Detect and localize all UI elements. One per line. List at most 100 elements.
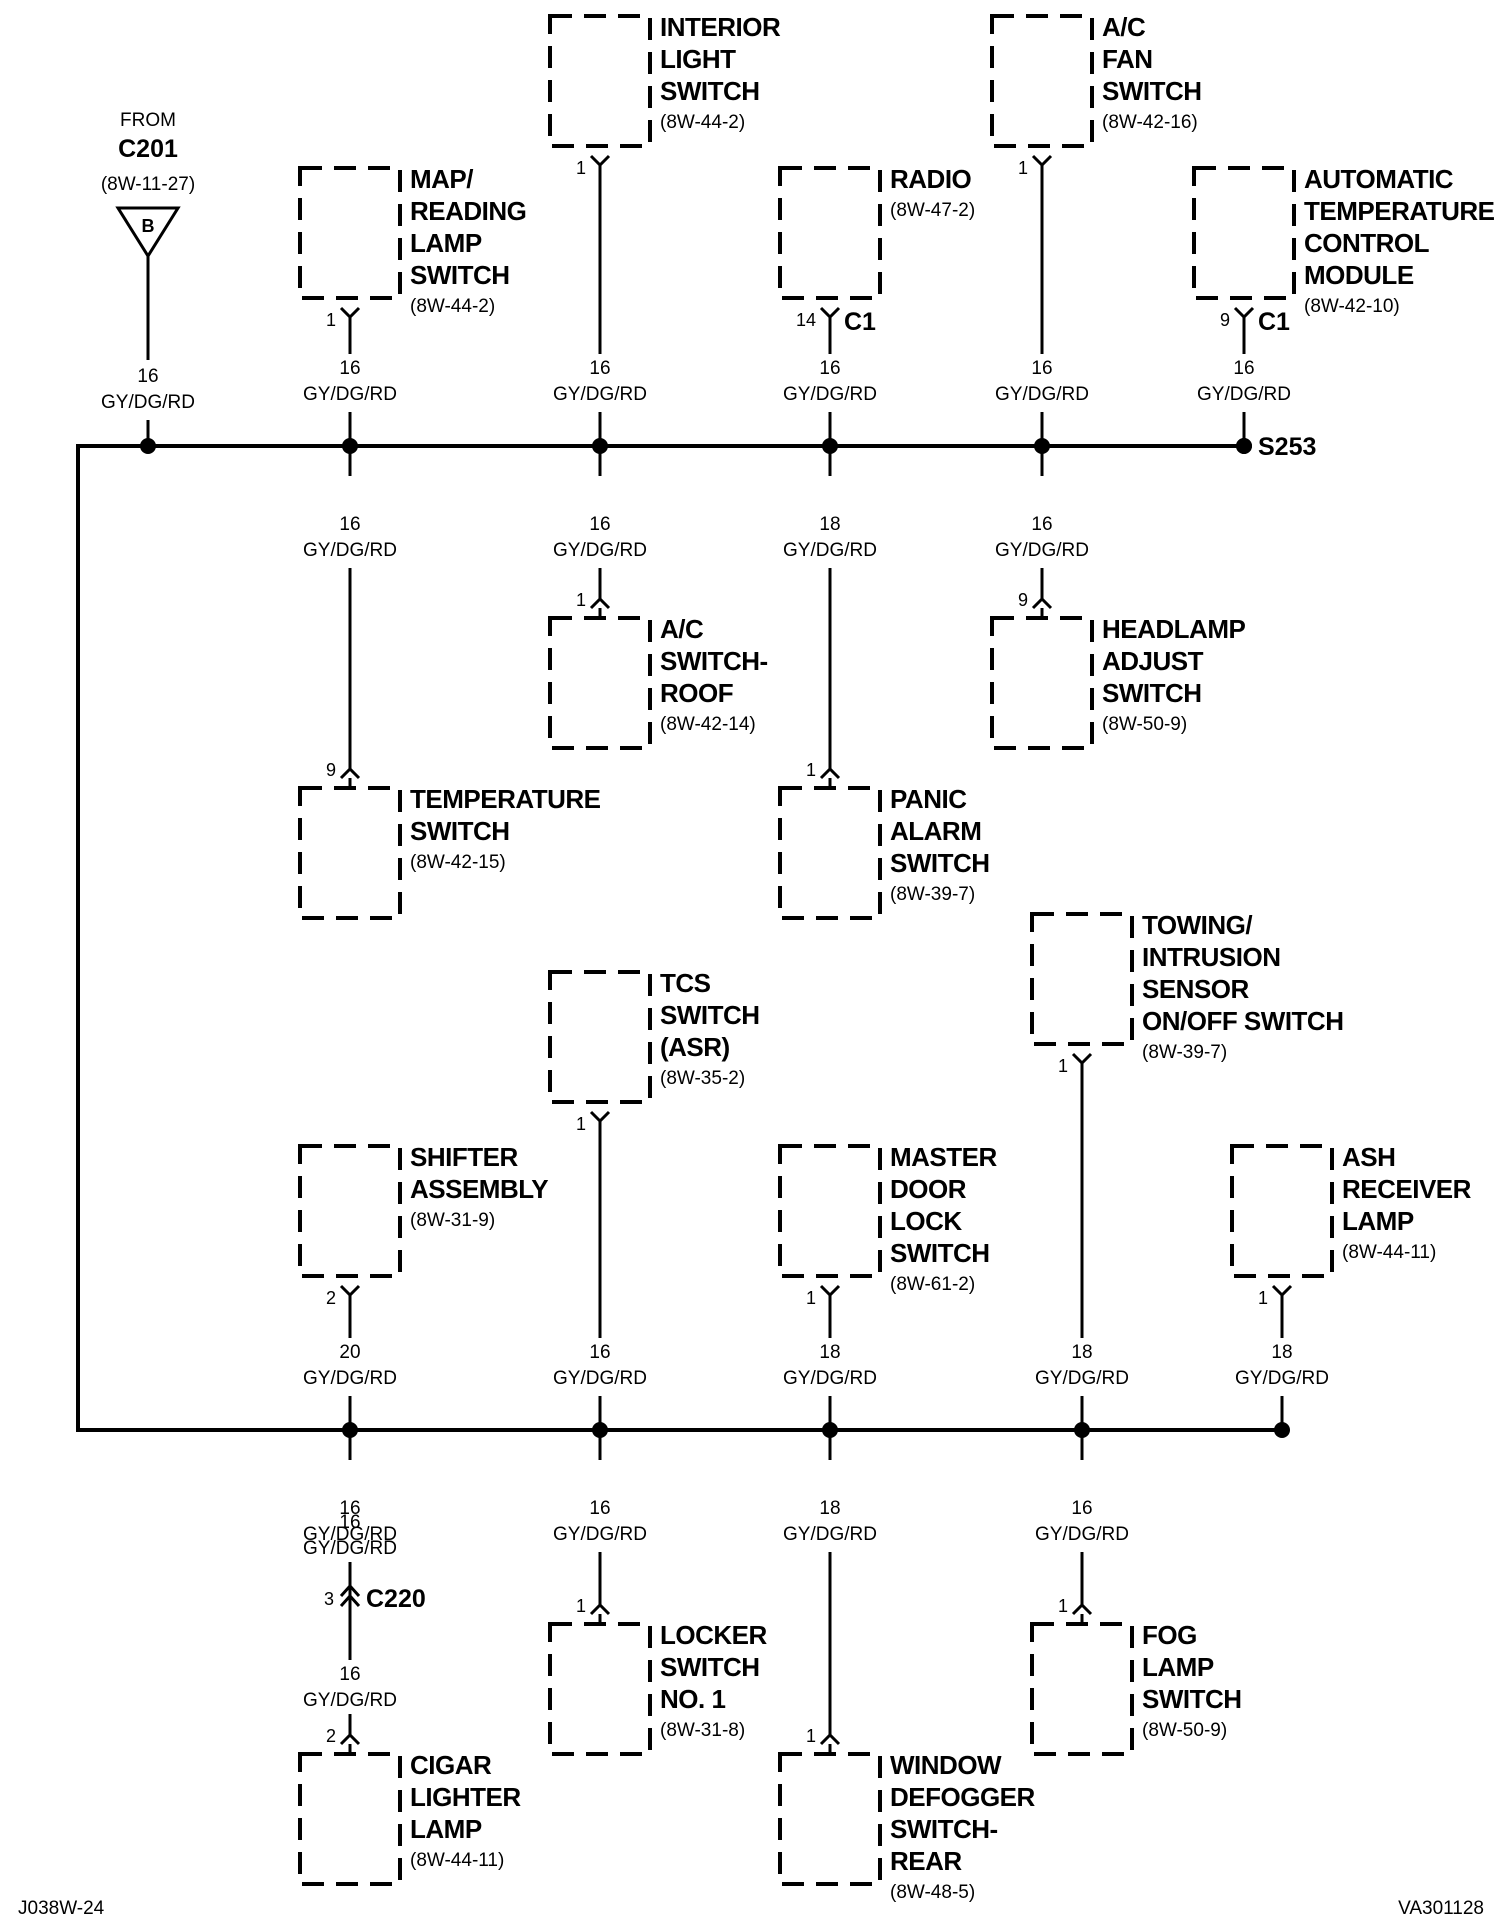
component-box [298,166,402,300]
pin-number: 14 [796,310,816,330]
wires [300,165,1284,1754]
pin-number: 2 [326,1288,336,1308]
wire-color-label: GY/DG/RD [553,1368,647,1389]
component-ref: (8W-31-8) [660,1720,745,1741]
terminal-icon [589,154,611,168]
gauge-label: 18 [819,514,840,535]
component-ref: (8W-44-2) [410,296,495,317]
gauge-label: 18 [819,1498,840,1519]
gauge-label: 16 [819,358,840,379]
component-ref: (8W-50-9) [1102,714,1187,735]
pin-number: 1 [576,590,586,610]
wire-color-label: GY/DG/RD [303,1538,397,1559]
splice-dots [140,438,1290,1438]
connector-label: C1 [1258,308,1290,336]
wire-color-label: GY/DG/RD [1235,1368,1329,1389]
pin-number: 1 [1018,158,1028,178]
pin-number: 2 [326,1726,336,1746]
pin-number: 9 [326,760,336,780]
component-title-line: ROOF [660,678,733,708]
gauge-label: 16 [589,358,610,379]
component-ref: (8W-39-7) [1142,1042,1227,1063]
component-ref: (8W-44-11) [410,1850,504,1871]
wire-color-label: GY/DG/RD [783,1368,877,1389]
component-title-line: DOOR [890,1174,967,1204]
component-title-line: SWITCH [660,76,760,106]
gauge-label: 16 [339,1498,360,1519]
component-title-line: READING [410,196,526,226]
component-box [990,616,1094,750]
wire-color-label: GY/DG/RD [553,540,647,561]
inline-connector-icon [339,1593,361,1608]
gauge-label: 16 [589,514,610,535]
component-box [298,786,402,920]
gauge-label: 16 [339,1664,360,1685]
component-boxes: MAP/READINGLAMPSWITCH(8W-44-2)1INTERIORL… [298,12,1495,1903]
component-box [778,1752,882,1886]
wire-color-label: GY/DG/RD [1035,1524,1129,1545]
component-ref: (8W-47-2) [890,200,975,221]
terminal-icon [819,306,841,320]
component-title-line: SWITCH [410,260,510,290]
component-title-line: TCS [660,968,711,998]
pin-number: 1 [806,760,816,780]
component-title-line: ON/OFF SWITCH [1142,1006,1343,1036]
wire-color-label: GY/DG/RD [995,540,1089,561]
terminal-icon [1233,306,1255,320]
component-title-line: TEMPERATURE [410,784,601,814]
component-ref: (8W-35-2) [660,1068,745,1089]
component-title-line: RECEIVER [1342,1174,1472,1204]
gauge-label: 20 [339,1342,360,1363]
gauge-label: 16 [1071,1498,1092,1519]
pin-number: 1 [326,310,336,330]
component-title-line: LOCK [890,1206,962,1236]
gauge-label: 16 [339,1512,360,1533]
component-title-line: MODULE [1304,260,1414,290]
pin-number: 1 [576,1596,586,1616]
wire-color-label: GY/DG/RD [995,384,1089,405]
wire-color-label: GY/DG/RD [303,384,397,405]
component-title-line: A/C [660,614,704,644]
component-title-line: TOWING/ [1142,910,1252,940]
component-title-line: (ASR) [660,1032,730,1062]
component-title-line: LAMP [410,228,482,258]
gauge-label: 16 [1233,358,1254,379]
wire-color-label: GY/DG/RD [1197,384,1291,405]
connector-label: C1 [844,308,876,336]
wire-color-label: GY/DG/RD [783,384,877,405]
component-title-line: LAMP [410,1814,482,1844]
label-backdrop [300,1660,400,1714]
wire-color-label: GY/DG/RD [101,392,195,413]
component-title-line: LIGHT [660,44,736,74]
connector-c201-label: C201 [118,135,178,163]
component-box [1192,166,1296,300]
terminal-icon [819,1284,841,1298]
component-box [778,166,882,300]
component-title-line: SWITCH [660,1652,760,1682]
gauge-label: 18 [1071,1342,1092,1363]
component-box [548,1622,652,1756]
splice-s253-label: S253 [1258,433,1316,461]
component-automatic-temperature-control-module: AUTOMATICTEMPERATURECONTROLMODULE(8W-42-… [1192,164,1495,336]
component-ref: (8W-48-5) [890,1882,975,1903]
component-title-line: SWITCH [1102,678,1202,708]
component-title-line: LIGHTER [410,1782,521,1812]
terminal-icon [339,306,361,320]
component-title-line: SHIFTER [410,1142,518,1172]
wire-color-label: GY/DG/RD [303,1524,397,1545]
component-title-line: AUTOMATIC [1304,164,1454,194]
terminal-icon [1071,1602,1093,1616]
gauge-label: 16 [339,514,360,535]
component-title-line: NO. 1 [660,1684,725,1714]
component-box [778,1144,882,1278]
